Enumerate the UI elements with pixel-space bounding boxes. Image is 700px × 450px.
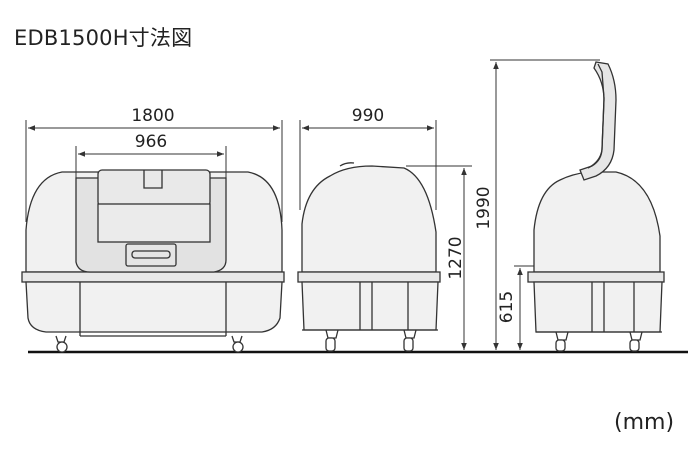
side-depth-dimension xyxy=(299,120,437,210)
side-opening-height-label: 615 xyxy=(497,291,517,323)
side-height-open-dimension xyxy=(490,59,600,350)
side-wheel-left xyxy=(325,329,339,352)
front-wheel-right xyxy=(231,335,244,353)
side-depth-label: 990 xyxy=(352,106,384,126)
open-wheel-right xyxy=(629,331,643,352)
front-width-dimension xyxy=(25,120,283,222)
front-view xyxy=(21,169,285,353)
front-lid-width-label: 966 xyxy=(135,132,167,152)
front-lid-width-dimension xyxy=(75,146,227,182)
side-opening-height-dimension xyxy=(514,265,534,350)
open-lid xyxy=(579,61,617,181)
side-view-open xyxy=(527,61,665,352)
page-title: EDB1500H寸法図 xyxy=(14,26,193,50)
open-wheel-left xyxy=(555,331,569,352)
front-width-label: 1800 xyxy=(131,106,174,126)
front-wheel-left xyxy=(55,335,68,353)
side-view-closed xyxy=(297,162,441,352)
unit-label: (mm) xyxy=(614,410,675,435)
side-height-open-label: 1990 xyxy=(474,186,494,229)
side-wheel-right xyxy=(403,329,417,352)
side-height-closed-dimension xyxy=(406,165,472,350)
side-height-closed-label: 1270 xyxy=(446,236,466,279)
